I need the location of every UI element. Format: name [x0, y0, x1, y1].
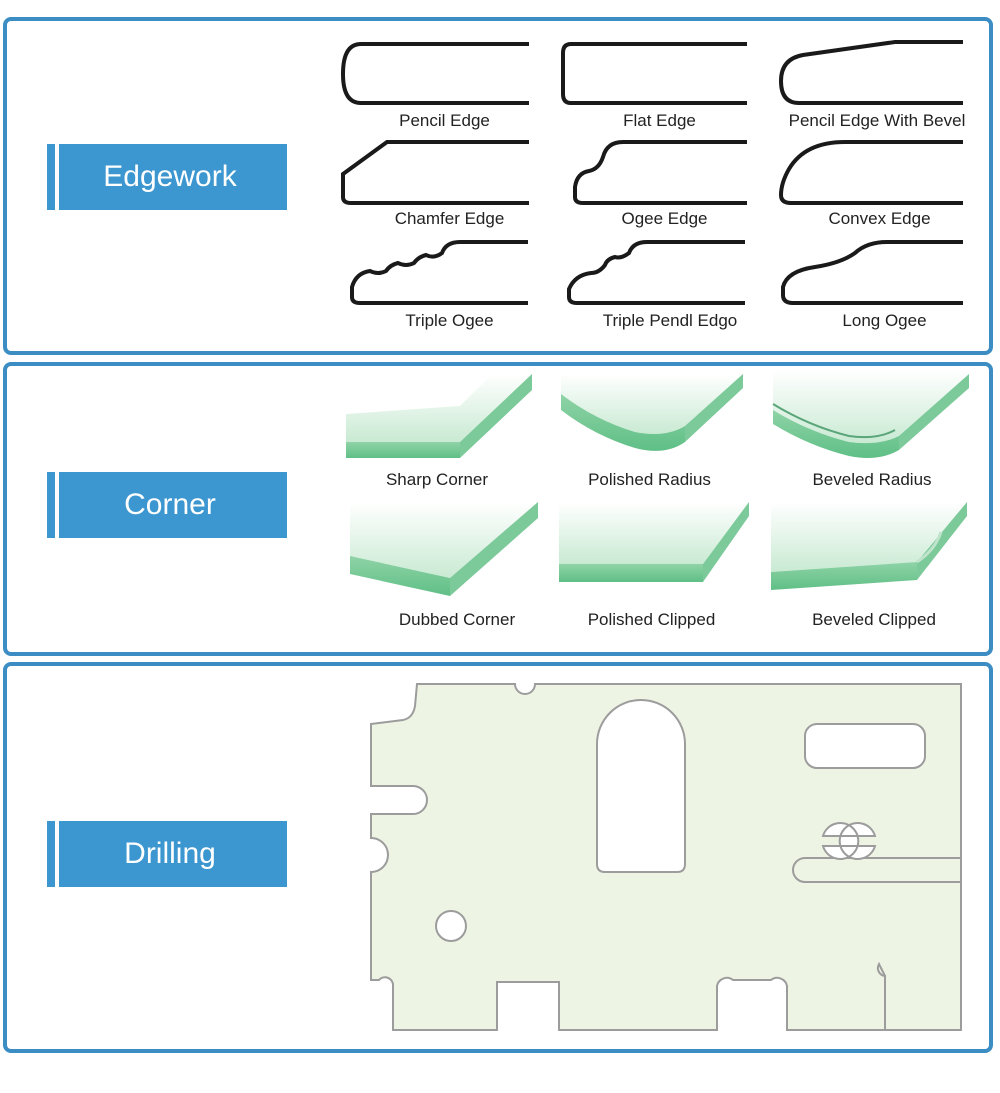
triple-pencil-edge-label: Triple Pendl Edgo	[602, 311, 738, 330]
ogee-edge-label: Ogee Edge	[621, 209, 708, 228]
pencil-edge-with-bevel-profile-icon	[775, 39, 970, 109]
pencil-edge-with-bevel-label: Pencil Edge With Bevel	[788, 111, 966, 130]
ogee-edge-profile-icon	[567, 139, 752, 209]
edgework-tab[interactable]: Edgework	[47, 144, 287, 210]
triple-ogee-profile-icon	[342, 239, 532, 309]
sharp-corner-label: Sharp Corner	[385, 470, 489, 489]
polished-radius-image	[555, 370, 750, 462]
chamfer-edge-profile-icon	[337, 139, 532, 209]
convex-edge-label: Convex Edge	[828, 209, 931, 228]
beveled-clipped-label: Beveled Clipped	[812, 610, 936, 629]
dubbed-corner-label: Dubbed Corner	[398, 610, 516, 629]
convex-edge-profile-icon	[775, 139, 970, 209]
drilling-panel: Drilling	[3, 662, 993, 1053]
pencil-edge-label: Pencil Edge	[399, 111, 490, 130]
beveled-clipped-image	[767, 502, 972, 602]
polished-clipped-image	[553, 502, 753, 602]
flat-edge-label: Flat Edge	[623, 111, 696, 130]
triple-ogee-label: Triple Ogee	[405, 311, 494, 330]
long-ogee-profile-icon	[775, 239, 970, 309]
corner-panel: Corner Sharp Corner Polished Radi	[3, 362, 993, 656]
flat-edge-profile-icon	[557, 39, 752, 109]
beveled-radius-label: Beveled Radius	[812, 470, 932, 489]
polished-radius-label: Polished Radius	[588, 470, 711, 489]
edgework-panel: Edgework Pencil Edge Flat Edge Pencil Ed…	[3, 17, 993, 355]
long-ogee-label: Long Ogee	[842, 311, 927, 330]
corner-tab[interactable]: Corner	[47, 472, 287, 538]
drilled-glass-panel-image	[365, 676, 970, 1038]
sharp-corner-image	[342, 370, 537, 462]
chamfer-edge-label: Chamfer Edge	[394, 209, 505, 228]
triple-pencil-edge-profile-icon	[559, 239, 751, 309]
drilling-tab[interactable]: Drilling	[47, 821, 287, 887]
pencil-edge-profile-icon	[337, 39, 532, 109]
corner-title: Corner	[124, 488, 216, 521]
edgework-title: Edgework	[103, 160, 237, 193]
dubbed-corner-image	[342, 502, 542, 602]
beveled-radius-image	[769, 370, 974, 462]
polished-clipped-label: Polished Clipped	[587, 610, 716, 629]
drilling-title: Drilling	[124, 837, 216, 870]
